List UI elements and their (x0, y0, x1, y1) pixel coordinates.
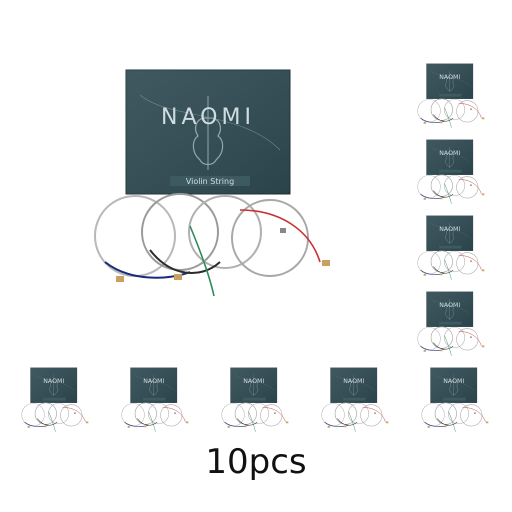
thumbnail-brand: NAOMI (243, 378, 264, 385)
thumbnail: NAOMI (318, 366, 394, 434)
thumbnail-image: NAOMI (421, 367, 489, 433)
package-label: Violin String (186, 177, 234, 186)
thumbnail: NAOMI (218, 366, 294, 434)
thumbnail-image: NAOMI (417, 215, 485, 281)
thumbnail-image: NAOMI (321, 367, 389, 433)
thumbnail-brand: NAOMI (439, 302, 460, 309)
thumbnail-brand: NAOMI (443, 378, 464, 385)
thumbnail-image: NAOMI (417, 291, 485, 357)
thumbnail-brand: NAOMI (439, 74, 460, 81)
thumbnail: NAOMI (118, 366, 194, 434)
thumbnail-image: NAOMI (121, 367, 189, 433)
thumbnail: NAOMI (414, 214, 490, 282)
thumbnail-brand: NAOMI (43, 378, 64, 385)
thumbnail-image: NAOMI (417, 63, 485, 129)
thumbnail-brand: NAOMI (439, 150, 460, 157)
thumbnail-brand: NAOMI (343, 378, 364, 385)
thumbnail: NAOMI (418, 366, 494, 434)
thumbnail-image: NAOMI (21, 367, 89, 433)
thumbnail: NAOMI (414, 138, 490, 206)
thumbnail-image: NAOMI (417, 139, 485, 205)
thumbnail-brand: NAOMI (439, 226, 460, 233)
brand-logo: NAOMI (161, 105, 255, 130)
thumbnail: NAOMI (414, 290, 490, 358)
thumbnail: NAOMI (414, 62, 490, 130)
thumbnail-image: NAOMI (221, 367, 289, 433)
quantity-label: 10pcs (205, 442, 307, 482)
thumbnail-brand: NAOMI (143, 378, 164, 385)
thumbnail: NAOMI (18, 366, 94, 434)
